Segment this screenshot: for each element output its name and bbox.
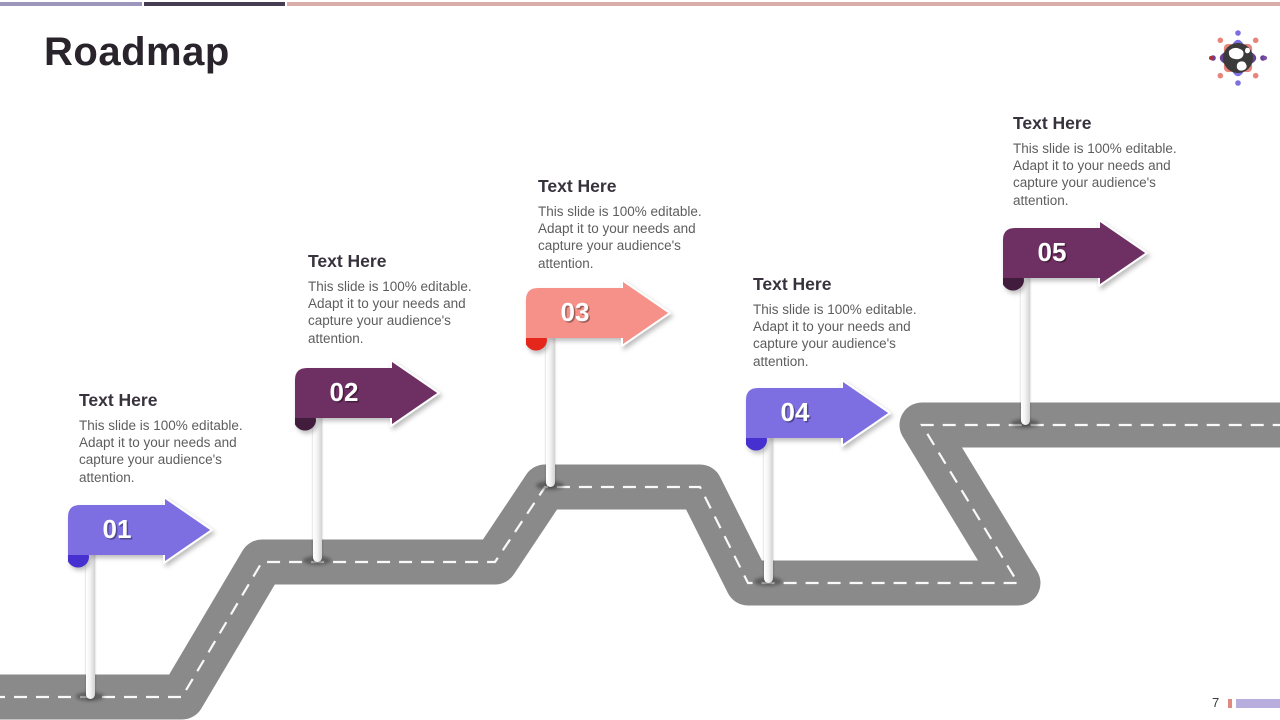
sign-number-shadow: 03 xyxy=(562,299,591,329)
milestone-title: Text Here xyxy=(308,251,387,271)
people-around-globe-logo xyxy=(1209,30,1267,86)
right-dot xyxy=(1263,56,1267,60)
sign-body xyxy=(68,505,166,555)
sign-number: 01 xyxy=(103,514,132,544)
signpost-pole-03 xyxy=(546,335,555,487)
road-center-dashes xyxy=(0,423,1280,699)
milestone-description: This slide is 100% editable. Adapt it to… xyxy=(538,204,702,271)
milestone-text-05: Text Here This slide is 100% editable. A… xyxy=(1013,113,1181,209)
milestone-sign-03: 03 03 xyxy=(526,280,671,351)
signpost-pole-01 xyxy=(86,550,95,699)
signpost-pole-02 xyxy=(313,412,322,562)
milestone-sign-04: 04 04 xyxy=(746,380,891,451)
sign-arrowhead xyxy=(390,360,440,427)
top-accent-bar-1 xyxy=(0,2,142,6)
milestone-sign-01: 01 01 xyxy=(68,497,213,568)
sign-arrowhead xyxy=(621,280,671,347)
milestone-text-02: Text Here This slide is 100% editable. A… xyxy=(308,251,476,347)
globe-continents xyxy=(1228,47,1250,71)
page-number: 7 xyxy=(1212,695,1220,710)
sign-number: 02 xyxy=(330,377,359,407)
sign-number-shadow: 05 xyxy=(1039,239,1068,269)
milestone-title: Text Here xyxy=(1013,113,1092,133)
sign-number: 03 xyxy=(561,297,590,327)
top-accent-bar-2 xyxy=(144,2,285,6)
sign-arrowhead xyxy=(163,497,213,564)
milestone-sign-02: 02 02 xyxy=(295,360,440,431)
milestone-description: This slide is 100% editable. Adapt it to… xyxy=(753,302,917,369)
sign-body xyxy=(1003,228,1101,278)
sign-body xyxy=(746,388,844,438)
sign-number: 04 xyxy=(781,397,810,427)
sign-number-shadow: 02 xyxy=(331,379,360,409)
milestone-sign-05: 05 05 xyxy=(1003,220,1148,291)
milestone-text-03: Text Here This slide is 100% editable. A… xyxy=(538,176,706,272)
sign-arrowhead xyxy=(1098,220,1148,287)
sign-body xyxy=(526,288,624,338)
sign-body xyxy=(295,368,393,418)
milestone-description: This slide is 100% editable. Adapt it to… xyxy=(1013,141,1177,208)
footer-accent-tick xyxy=(1228,699,1232,708)
signpost-pole-04 xyxy=(764,432,773,583)
page-title: Roadmap xyxy=(44,30,230,74)
milestone-description: This slide is 100% editable. Adapt it to… xyxy=(308,279,472,346)
signpost-pole-05 xyxy=(1021,274,1030,425)
footer-accent-bar xyxy=(1236,699,1280,708)
milestone-title: Text Here xyxy=(753,274,832,294)
sign-number-shadow: 04 xyxy=(782,399,811,429)
sign-arrowhead xyxy=(841,380,891,447)
milestone-description: This slide is 100% editable. Adapt it to… xyxy=(79,418,243,485)
sign-number: 05 xyxy=(1038,237,1067,267)
milestone-title: Text Here xyxy=(79,390,158,410)
top-accent-bar-3 xyxy=(287,2,1280,6)
milestone-title: Text Here xyxy=(538,176,617,196)
milestone-text-01: Text Here This slide is 100% editable. A… xyxy=(79,390,247,486)
milestone-text-04: Text Here This slide is 100% editable. A… xyxy=(753,274,921,370)
sign-number-shadow: 01 xyxy=(104,516,133,546)
left-dot xyxy=(1209,56,1213,60)
